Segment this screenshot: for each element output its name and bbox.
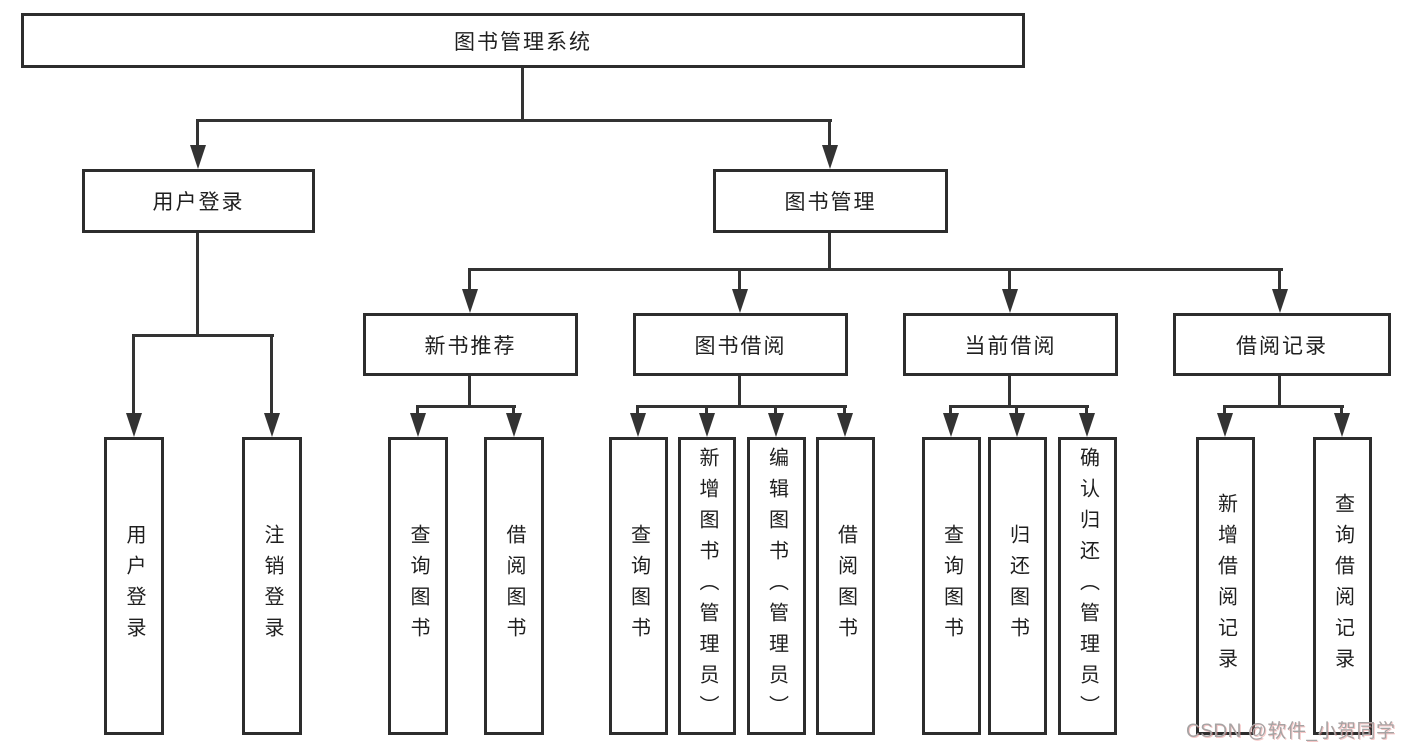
arrowhead-down-icon — [822, 145, 838, 169]
node-label: 图书管理 — [784, 191, 877, 214]
connector-line — [468, 268, 1283, 271]
node-new-books-child-1: 借阅图书 — [484, 437, 544, 735]
arrowhead-down-icon — [410, 413, 426, 437]
arrowhead-down-icon — [699, 413, 715, 437]
node-label: 新增图书（管理员） — [696, 446, 718, 726]
node-label: 图书借阅 — [694, 334, 787, 358]
node-book-borrow-child-2: 编辑图书（管理员） — [747, 437, 806, 735]
node-user-login-child-0: 用户登录 — [104, 437, 164, 735]
connector-line — [468, 268, 471, 290]
arrowhead-down-icon — [1272, 289, 1288, 313]
arrowhead-down-icon — [768, 413, 784, 437]
node-label: 查询图书 — [627, 524, 650, 648]
connector-line — [949, 405, 1089, 408]
node-label: 查询借阅记录 — [1331, 493, 1354, 679]
arrowhead-down-icon — [1009, 413, 1025, 437]
connector-line — [196, 233, 199, 335]
node-label: 借阅图书 — [834, 524, 857, 648]
arrowhead-down-icon — [506, 413, 522, 437]
node-book-borrow-child-1: 新增图书（管理员） — [678, 437, 736, 735]
connector-line — [949, 405, 952, 414]
connector-line — [132, 334, 274, 337]
arrowhead-down-icon — [1079, 413, 1095, 437]
node-current-borrow: 当前借阅 — [903, 313, 1118, 376]
connector-line — [1223, 405, 1344, 408]
connector-line — [636, 405, 847, 408]
node-borrow-records-child-0: 新增借阅记录 — [1196, 437, 1255, 735]
csdn-watermark: CSDN @软件_小贺同学 — [1186, 721, 1396, 742]
connector-line — [1340, 405, 1343, 414]
connector-line — [196, 119, 832, 122]
connector-line — [774, 405, 777, 414]
connector-line — [843, 405, 846, 414]
node-label: 编辑图书（管理员） — [765, 446, 788, 726]
connector-line — [196, 119, 199, 148]
node-label: 当前借阅 — [964, 334, 1057, 358]
node-label: 图书管理系统 — [454, 30, 592, 54]
arrowhead-down-icon — [630, 413, 646, 437]
node-current-borrow-child-1: 归还图书 — [988, 437, 1047, 735]
node-label: 新书推荐 — [424, 334, 517, 358]
connector-line — [636, 405, 639, 414]
connector-line — [828, 233, 831, 269]
node-book-borrow-child-3: 借阅图书 — [816, 437, 875, 735]
node-label: 查询图书 — [407, 524, 429, 648]
connector-line — [1015, 405, 1018, 414]
node-label: 新增借阅记录 — [1214, 493, 1237, 679]
connector-line — [828, 119, 831, 148]
node-book-mgmt: 图书管理 — [713, 169, 948, 233]
connector-line — [1278, 268, 1281, 290]
node-borrow-records: 借阅记录 — [1173, 313, 1391, 376]
connector-line — [1008, 376, 1011, 406]
arrowhead-down-icon — [1002, 289, 1018, 313]
node-label: 用户登录 — [152, 191, 245, 214]
node-label: 注销登录 — [261, 524, 283, 648]
arrowhead-down-icon — [1334, 413, 1350, 437]
connector-line — [521, 68, 524, 121]
node-current-borrow-child-2: 确认归还（管理员） — [1058, 437, 1117, 735]
node-label: 归还图书 — [1006, 524, 1029, 648]
connector-line — [416, 405, 419, 414]
arrowhead-down-icon — [462, 289, 478, 313]
connector-line — [738, 268, 741, 290]
node-user-login: 用户登录 — [82, 169, 315, 233]
node-user-login-child-1: 注销登录 — [242, 437, 302, 735]
arrowhead-down-icon — [943, 413, 959, 437]
connector-line — [738, 376, 741, 406]
arrowhead-down-icon — [190, 145, 206, 169]
node-book-borrow-child-0: 查询图书 — [609, 437, 668, 735]
node-label: 借阅图书 — [503, 524, 525, 648]
connector-line — [1085, 405, 1088, 414]
node-new-books-child-0: 查询图书 — [388, 437, 448, 735]
node-borrow-records-child-1: 查询借阅记录 — [1313, 437, 1372, 735]
node-label: 用户登录 — [123, 524, 145, 648]
node-book-borrow: 图书借阅 — [633, 313, 848, 376]
node-label: 借阅记录 — [1236, 334, 1328, 358]
arrowhead-down-icon — [732, 289, 748, 313]
node-label: 确认归还（管理员） — [1076, 446, 1099, 726]
arrowhead-down-icon — [264, 413, 280, 437]
node-new-books: 新书推荐 — [363, 313, 578, 376]
connector-line — [1008, 268, 1011, 290]
arrowhead-down-icon — [837, 413, 853, 437]
node-current-borrow-child-0: 查询图书 — [922, 437, 981, 735]
connector-line — [132, 334, 135, 413]
connector-line — [1278, 376, 1281, 406]
arrowhead-down-icon — [126, 413, 142, 437]
connector-line — [270, 334, 273, 413]
connector-line — [416, 405, 516, 408]
connector-line — [468, 376, 471, 406]
connector-line — [512, 405, 515, 414]
connector-line — [1223, 405, 1226, 414]
connector-line — [705, 405, 708, 414]
arrowhead-down-icon — [1217, 413, 1233, 437]
node-root: 图书管理系统 — [21, 13, 1025, 68]
node-label: 查询图书 — [940, 524, 963, 648]
